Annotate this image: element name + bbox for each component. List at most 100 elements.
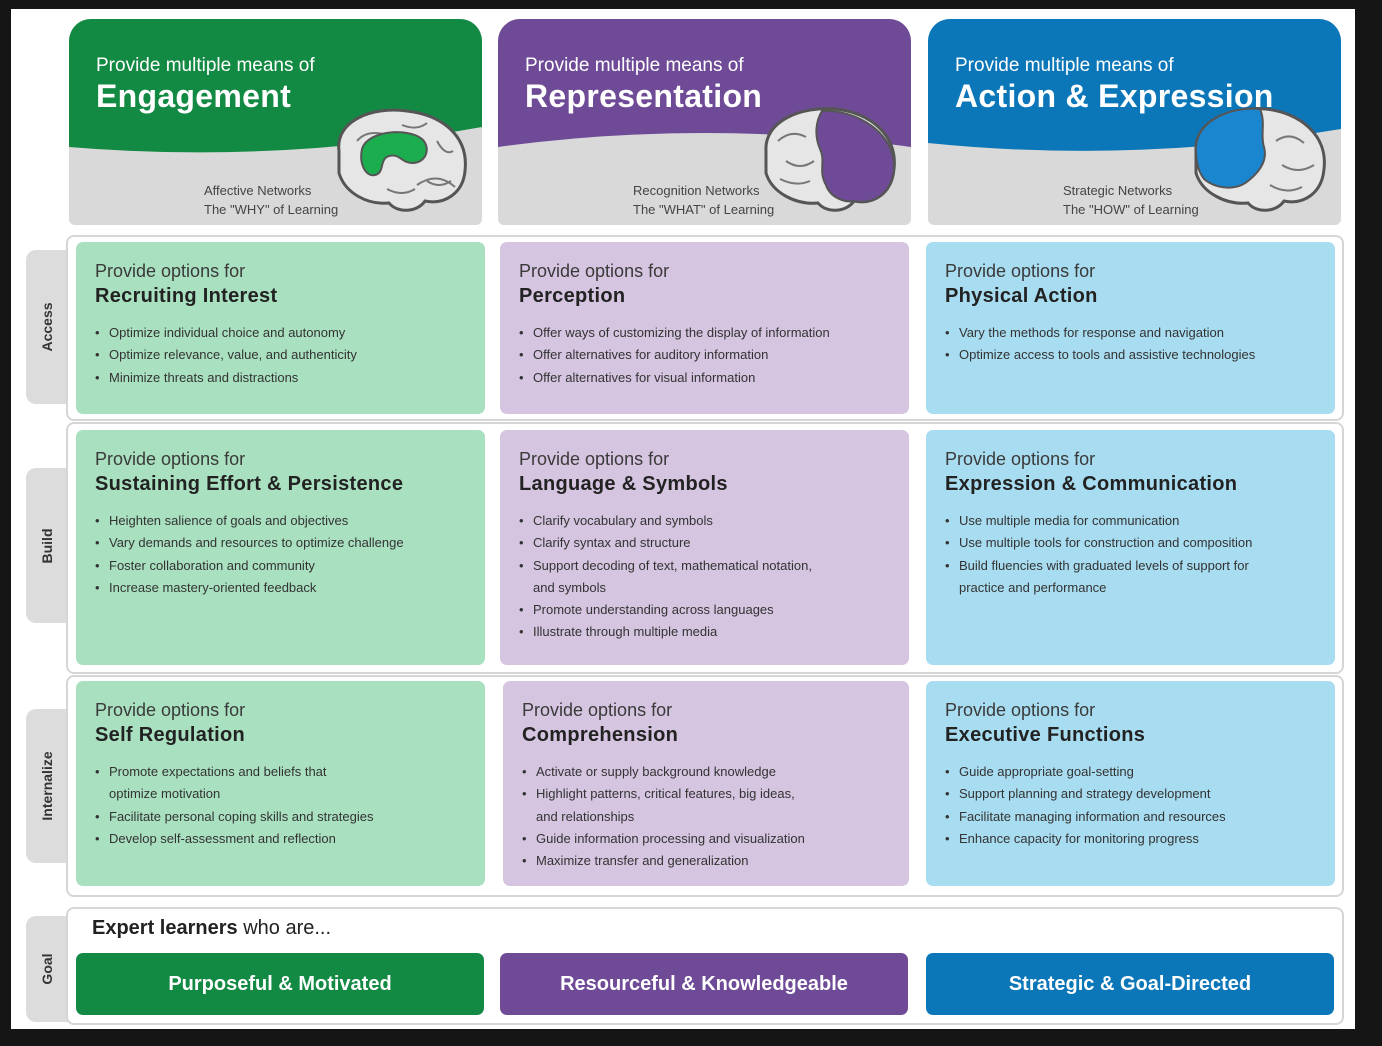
card-title: Comprehension xyxy=(522,724,679,746)
card-list: Clarify vocabulary and symbols Clarify s… xyxy=(519,510,891,644)
card-provide-label: Provide options for xyxy=(95,700,246,720)
list-item: Develop self-assessment and reflection xyxy=(95,828,467,851)
network-why: The "HOW" of Learning xyxy=(1063,202,1199,217)
card-list: Activate or supply background knowledge … xyxy=(522,761,891,873)
brain-frontal-icon xyxy=(1194,107,1326,212)
brain-limbic-icon xyxy=(337,108,467,212)
list-item: Clarify syntax and structure xyxy=(519,532,891,555)
card-title: Self Regulation xyxy=(95,724,246,746)
list-item: Use multiple tools for construction and … xyxy=(945,532,1317,555)
card-title: Expression & Communication xyxy=(945,473,1238,495)
card-provide-label: Provide options for xyxy=(95,449,246,469)
row-label-text: Access xyxy=(39,302,55,352)
card-list: Optimize individual choice and autonomy … xyxy=(95,322,467,389)
network-why: The "WHAT" of Learning xyxy=(633,202,775,217)
list-item: Guide appropriate goal-setting xyxy=(945,761,1317,784)
engagement-provide-label: Provide multiple means of xyxy=(96,55,315,76)
list-item: Minimize threats and distractions xyxy=(95,367,467,390)
udl-guidelines-chart: Provide multiple means of Engagement Aff… xyxy=(11,9,1355,1029)
network-why: The "WHY" of Learning xyxy=(204,202,339,217)
card-title: Perception xyxy=(519,285,626,307)
list-item: Support planning and strategy developmen… xyxy=(945,783,1317,806)
card-title: Recruiting Interest xyxy=(95,285,278,307)
list-item: Activate or supply background knowledge xyxy=(522,761,891,784)
list-item: Increase mastery-oriented feedback xyxy=(95,577,467,600)
goal-resourceful-knowledgeable: Resourceful & Knowledgeable xyxy=(500,953,908,1015)
action-expression-header: Provide multiple means of Action & Expre… xyxy=(928,19,1341,225)
card-list: Heighten salience of goals and objective… xyxy=(95,510,467,599)
network-name: Recognition Networks xyxy=(633,183,760,198)
representation-provide-label: Provide multiple means of xyxy=(525,55,744,76)
card-provide-label: Provide options for xyxy=(519,449,670,469)
list-item: Illustrate through multiple media xyxy=(519,621,891,644)
list-item: Use multiple media for communication xyxy=(945,510,1317,533)
list-item: Vary demands and resources to optimize c… xyxy=(95,532,467,555)
card-list: Vary the methods for response and naviga… xyxy=(945,322,1317,367)
list-item: Facilitate managing information and reso… xyxy=(945,806,1317,829)
card-list: Promote expectations and beliefs that op… xyxy=(95,761,467,850)
expert-learners-heading: Expert learners who are... xyxy=(92,917,331,940)
list-item: Optimize relevance, value, and authentic… xyxy=(95,344,467,367)
card-title: Language & Symbols xyxy=(519,473,728,495)
list-item: Optimize access to tools and assistive t… xyxy=(945,344,1317,367)
card-title: Sustaining Effort & Persistence xyxy=(95,473,404,495)
list-item: Heighten salience of goals and objective… xyxy=(95,510,467,533)
card-perception: Provide options for Perception Offer way… xyxy=(500,242,909,414)
card-sustaining-effort: Provide options for Sustaining Effort & … xyxy=(76,430,485,665)
list-item: Vary the methods for response and naviga… xyxy=(945,322,1317,345)
list-item: Clarify vocabulary and symbols xyxy=(519,510,891,533)
list-item: Offer ways of customizing the display of… xyxy=(519,322,891,345)
card-provide-label: Provide options for xyxy=(95,261,246,281)
card-executive-functions: Provide options for Executive Functions … xyxy=(926,681,1335,886)
list-item: Guide information processing and visuali… xyxy=(522,828,891,851)
row-label-access: Access xyxy=(26,250,68,404)
action-expression-provide-label: Provide multiple means of xyxy=(955,55,1174,76)
card-language-symbols: Provide options for Language & Symbols C… xyxy=(500,430,909,665)
list-item: Offer alternatives for visual informatio… xyxy=(519,367,891,390)
engagement-network: Affective Networks The "WHY" of Learning xyxy=(204,181,338,219)
expert-bold: Expert learners xyxy=(92,917,238,939)
list-item: Support decoding of text, mathematical n… xyxy=(519,555,891,600)
row-label-text: Internalize xyxy=(39,751,55,821)
list-item: Promote understanding across languages xyxy=(519,599,891,622)
card-title: Executive Functions xyxy=(945,724,1146,746)
card-provide-label: Provide options for xyxy=(522,700,673,720)
list-item: Facilitate personal coping skills and st… xyxy=(95,806,467,829)
card-comprehension: Provide options for Comprehension Activa… xyxy=(503,681,909,886)
card-physical-action: Provide options for Physical Action Vary… xyxy=(926,242,1335,414)
row-label-text: Goal xyxy=(39,953,55,985)
engagement-title: Engagement xyxy=(96,78,292,114)
expert-rest: who are... xyxy=(237,917,332,939)
row-label-internalize: Internalize xyxy=(26,709,68,863)
representation-header: Provide multiple means of Representation… xyxy=(498,19,911,225)
list-item: Maximize transfer and generalization xyxy=(522,850,891,873)
card-list: Offer ways of customizing the display of… xyxy=(519,322,891,389)
row-label-text: Build xyxy=(39,528,55,563)
representation-title: Representation xyxy=(525,78,763,114)
list-item: Optimize individual choice and autonomy xyxy=(95,322,467,345)
action-expression-network: Strategic Networks The "HOW" of Learning xyxy=(1063,181,1199,219)
list-item: Foster collaboration and community xyxy=(95,555,467,578)
list-item: Build fluencies with graduated levels of… xyxy=(945,555,1317,600)
card-title: Physical Action xyxy=(945,285,1098,307)
card-recruiting-interest: Provide options for Recruiting Interest … xyxy=(76,242,485,414)
row-label-build: Build xyxy=(26,468,68,623)
list-item: Highlight patterns, critical features, b… xyxy=(522,783,891,828)
card-expression-communication: Provide options for Expression & Communi… xyxy=(926,430,1335,665)
list-item: Enhance capacity for monitoring progress xyxy=(945,828,1317,851)
card-provide-label: Provide options for xyxy=(945,449,1096,469)
goal-strategic-goal-directed: Strategic & Goal-Directed xyxy=(926,953,1334,1015)
brain-posterior-icon xyxy=(764,107,896,212)
network-name: Affective Networks xyxy=(204,183,312,198)
list-item: Offer alternatives for auditory informat… xyxy=(519,344,891,367)
row-label-goal: Goal xyxy=(26,916,68,1022)
engagement-header: Provide multiple means of Engagement Aff… xyxy=(69,19,482,225)
card-list: Guide appropriate goal-setting Support p… xyxy=(945,761,1317,850)
action-expression-title: Action & Expression xyxy=(955,78,1274,114)
goal-purposeful-motivated: Purposeful & Motivated xyxy=(76,953,484,1015)
card-provide-label: Provide options for xyxy=(519,261,670,281)
card-provide-label: Provide options for xyxy=(945,261,1096,281)
card-provide-label: Provide options for xyxy=(945,700,1096,720)
list-item: Promote expectations and beliefs that op… xyxy=(95,761,467,806)
representation-network: Recognition Networks The "WHAT" of Learn… xyxy=(633,181,774,219)
